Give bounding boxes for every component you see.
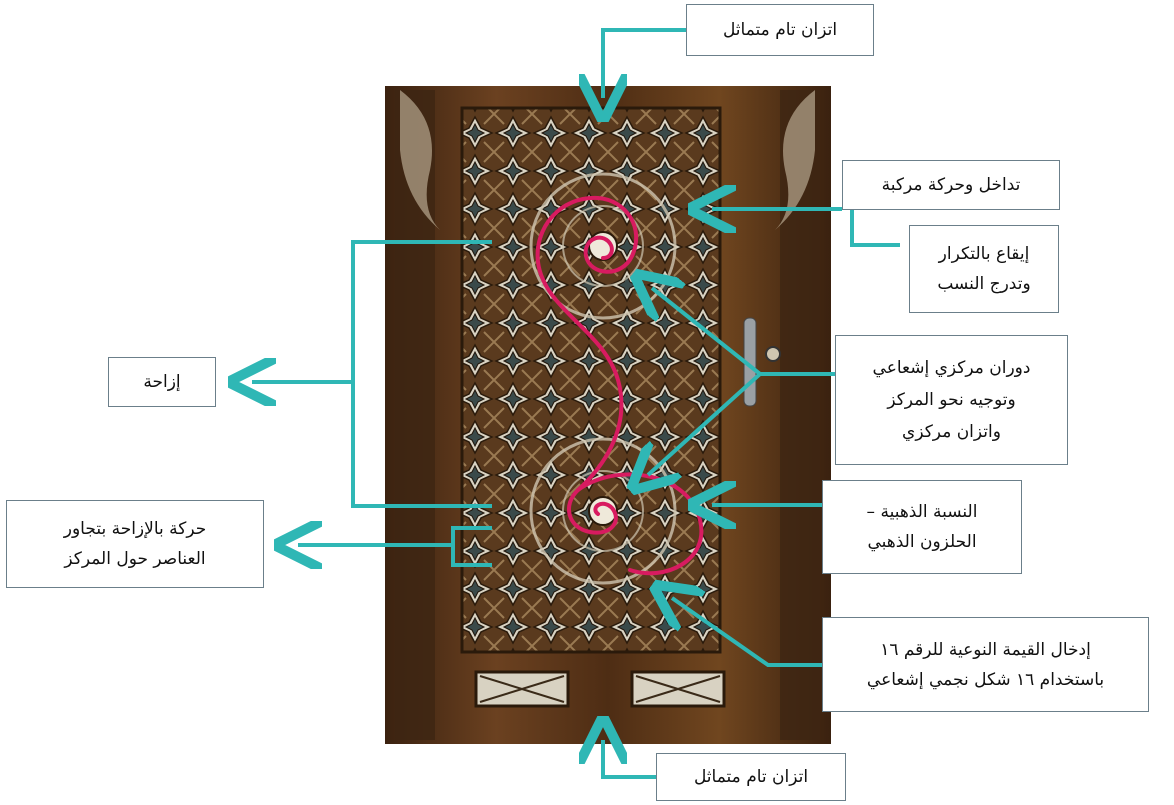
left-carved-bracket (400, 90, 440, 230)
arrow-bottom (603, 740, 656, 779)
label-golden-ratio: النسبة الذهبية – الحلزون الذهبي (822, 480, 1022, 574)
label-complex-overlap: تداخل وحركة مركبة (842, 160, 1060, 210)
arrow-sixteen (672, 598, 822, 667)
label-rhythm: إيقاع بالتكرار وتدرج النسب (909, 225, 1059, 313)
right-carved-bracket (775, 90, 815, 230)
keyhole (765, 346, 781, 362)
label-shift-movement: حركة بالإزاحة بتجاور العناصر حول المركز (6, 500, 264, 588)
label-shift: إزاحة (108, 357, 216, 407)
lower-door-windows (474, 670, 726, 708)
label-sixteen-stars: إدخال القيمة النوعية للرقم ١٦ باستخدام ١… (822, 617, 1149, 712)
golden-spiral (535, 195, 639, 535)
annotation-arrows (252, 28, 900, 779)
arrow-top (603, 28, 686, 98)
geometric-lattice-panel (460, 106, 722, 654)
label-radial-rotation: دوران مركزي إشعاعي وتوجيه نحو المركز وات… (835, 335, 1068, 465)
label-bottom-symmetric-balance: اتزان تام متماثل (656, 753, 846, 801)
arrow-radial-2 (648, 372, 762, 475)
lower-star-rosette (529, 437, 677, 585)
arrow-rhythm (850, 209, 900, 247)
label-top-symmetric-balance: اتزان تام متماثل (686, 4, 874, 56)
bracket-shift (351, 240, 492, 508)
upper-star-rosette (529, 172, 677, 320)
